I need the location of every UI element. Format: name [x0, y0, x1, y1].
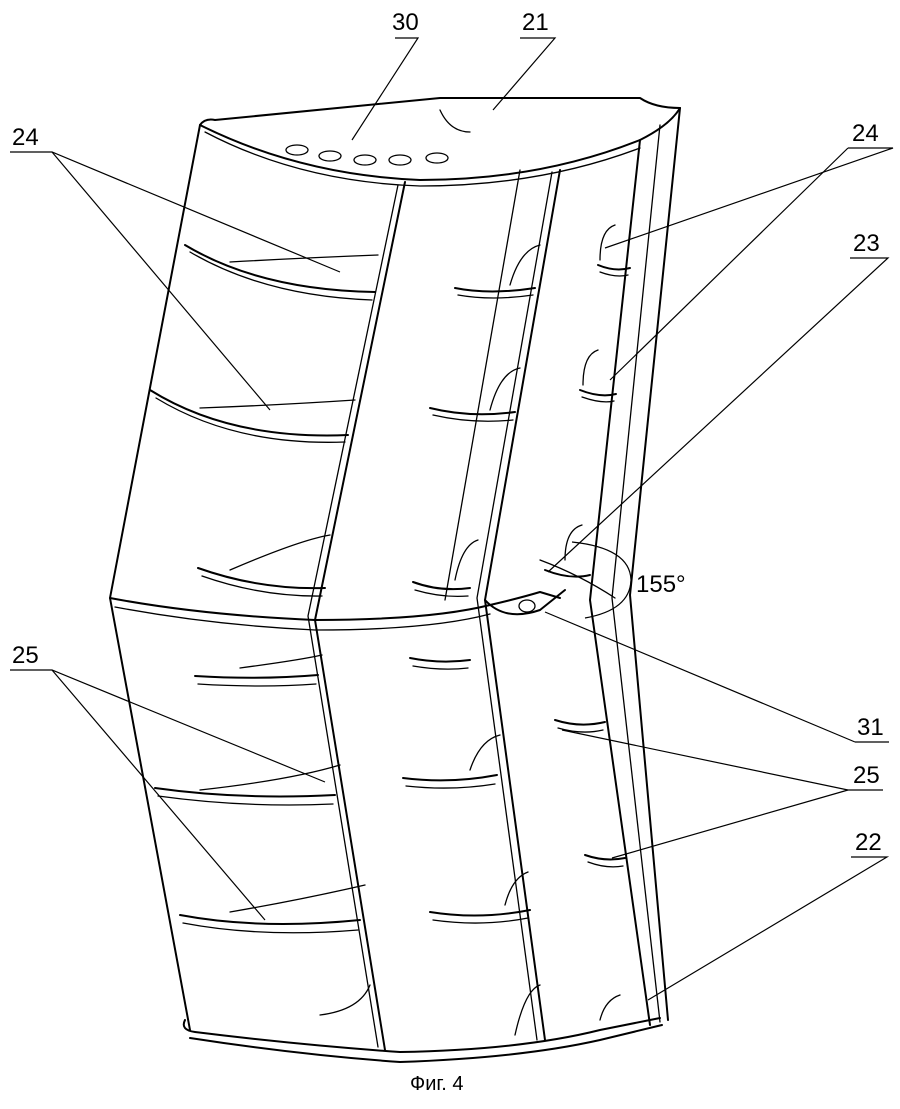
top-band [199, 97, 681, 187]
angle-label: 155° [636, 571, 686, 598]
label-22: 22 [855, 829, 882, 856]
label-24-left: 24 [12, 124, 39, 151]
right-ribs [444, 169, 631, 1021]
figure-caption: Фиг. 4 [410, 1073, 463, 1095]
label-21: 21 [522, 9, 549, 36]
middle-band [109, 559, 616, 631]
label-30: 30 [392, 9, 419, 36]
label-24-right: 24 [852, 120, 879, 147]
top-holes [285, 144, 449, 166]
main-body [109, 107, 681, 1051]
label-25-left: 25 [12, 642, 39, 669]
leader-lines [10, 37, 894, 1001]
left-ribs [149, 244, 379, 1016]
label-25-right: 25 [853, 762, 880, 789]
label-23: 23 [853, 230, 880, 257]
label-31: 31 [857, 714, 884, 741]
middle-ribs [402, 244, 541, 1036]
bottom-band [182, 1017, 663, 1063]
